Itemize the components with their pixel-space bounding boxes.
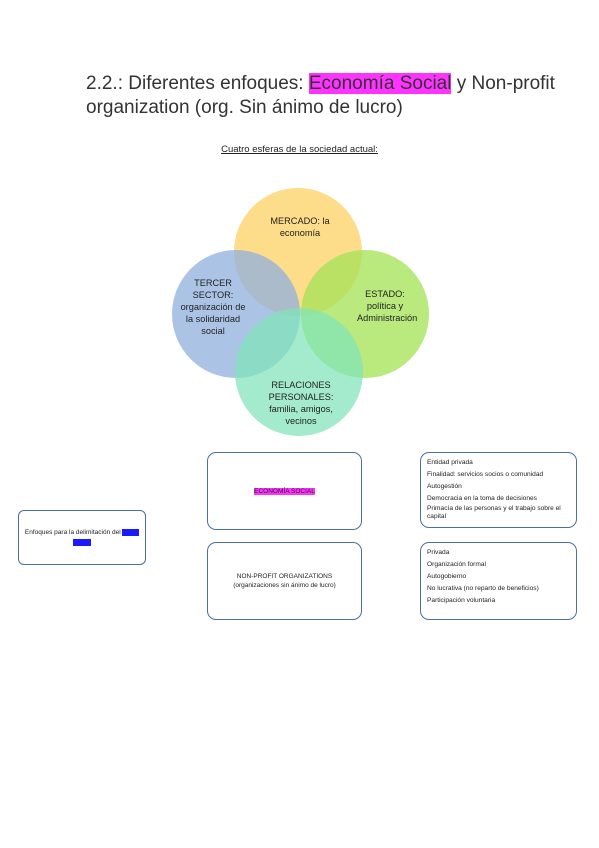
npo-box: NON-PROFIT ORGANIZATIONS (organizaciones…: [207, 542, 362, 620]
heading-highlight: Economía Social: [308, 73, 452, 94]
npo-item: Participación voluntaria: [427, 597, 496, 604]
economia-social-list: Entidad privada Finalidad: servicios soc…: [420, 452, 577, 528]
label-mercado: MERCADO: la economía: [270, 216, 330, 238]
npo-title: NON-PROFIT ORGANIZATIONS: [236, 573, 333, 580]
section-heading: 2.2.: Diferentes enfoques: Economía Soci…: [86, 72, 556, 120]
root-prefix: Enfoques para la delimitación del: [24, 528, 123, 536]
es-item: Autogestión: [427, 483, 462, 490]
npo-item: Organización formal: [427, 561, 487, 568]
es-item: Democracia en la toma de decisiones: [427, 495, 537, 502]
es-item: Finalidad: servicios socios o comunidad: [427, 471, 544, 478]
es-item: Primacía de las personas y el trabajo so…: [427, 505, 561, 520]
venn-diagram: [172, 188, 429, 436]
npo-list: Privada Organización formal Autogobierno…: [420, 542, 577, 620]
economia-social-label: ECONOMÍA SOCIAL: [254, 487, 315, 495]
root-box: Enfoques para la delimitación del tercer…: [18, 510, 146, 565]
npo-item: Autogobierno: [427, 573, 467, 580]
label-tercer-sector: TERCER SECTOR: organización de la solida…: [180, 278, 246, 336]
label-relaciones: RELACIONES PERSONALES: familia, amigos, …: [268, 380, 334, 426]
heading-suffix: y Non-profit organization (org. Sin ánim…: [86, 73, 555, 118]
venn-subtitle: Cuatro esferas de la sociedad actual:: [221, 144, 378, 155]
npo-subtitle: (organizaciones sin ánimo de lucro): [233, 582, 336, 589]
npo-item: No lucrativa (no reparto de beneficios): [427, 585, 539, 592]
economia-social-box: ECONOMÍA SOCIAL: [207, 452, 362, 530]
npo-item: Privada: [427, 549, 450, 556]
label-estado: ESTADO: política y Administración: [357, 289, 418, 323]
circle-relaciones: [235, 308, 363, 436]
es-item: Entidad privada: [427, 459, 473, 466]
heading-prefix: 2.2.: Diferentes enfoques:: [86, 73, 309, 94]
